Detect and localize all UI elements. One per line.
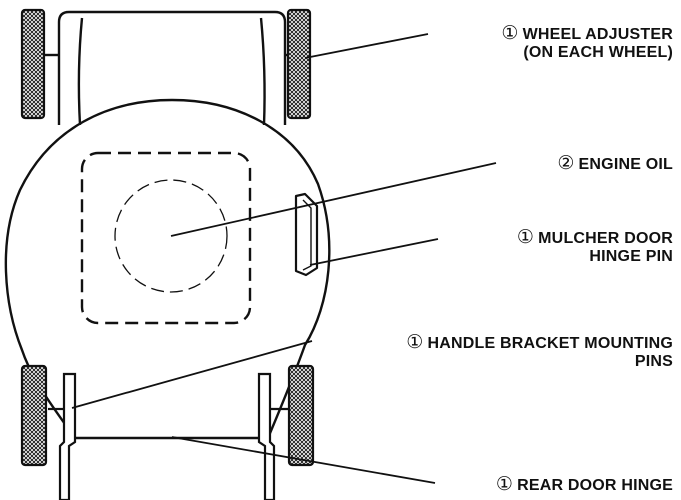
wheel-rear-right [287,364,315,467]
callout-number: ① [495,474,514,495]
leader-mulcher-door [309,238,439,266]
leader-wheel-adjuster [304,33,429,59]
leader-handle-bracket [71,340,313,409]
leader-rear-door-hinge [171,436,436,484]
callout-label: MULCHER DOOR [538,230,673,247]
callout-label-line2: PINS [634,353,673,370]
front-inner-bevel-right [259,17,266,126]
wheel-front-left [20,8,46,120]
callout-label: ENGINE OIL [578,156,673,173]
callout-number: ① [516,227,535,248]
callout-label: WHEEL ADJUSTER [522,26,673,43]
callout-label: REAR DOOR HINGE [517,477,673,494]
mower-deck [4,98,331,440]
front-housing [57,10,287,125]
callout-label-line2: HINGE PIN [589,248,673,265]
mulcher-door [294,192,319,277]
handle-bracket-right [257,372,276,500]
callout-number: ① [501,23,519,44]
engine-outline [80,151,252,325]
engine-oil-cap [114,179,228,293]
wheel-front-right [286,8,312,120]
callout-label-line2: (ON EACH WHEEL) [523,44,673,61]
wheel-rear-left [20,364,48,467]
handle-bracket-left [58,372,77,500]
callout-label: HANDLE BRACKET MOUNTING [427,335,673,352]
callout-number: ① [406,332,424,353]
leader-engine-oil [170,162,497,237]
front-inner-bevel-left [77,17,84,126]
callout-number: ② [557,153,575,174]
